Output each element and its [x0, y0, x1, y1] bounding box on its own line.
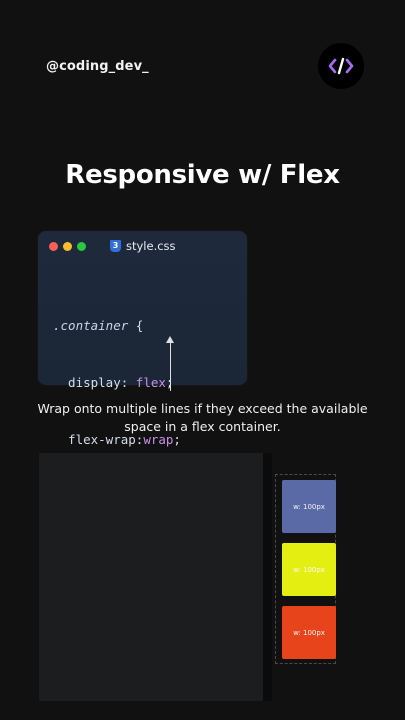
arrow-up-icon [166, 336, 174, 343]
close-dot[interactable] [49, 242, 58, 251]
code-line: flex-wrap:wrap; [53, 432, 181, 447]
window-controls [49, 242, 86, 251]
preview-panel [39, 453, 263, 701]
maximize-dot[interactable] [77, 242, 86, 251]
page-title: Responsive w/ Flex [65, 160, 340, 190]
resize-handle[interactable] [263, 453, 272, 701]
minimize-dot[interactable] [63, 242, 72, 251]
flex-item: w: 100px [282, 606, 336, 659]
flex-item: w: 100px [282, 480, 336, 533]
css-file-icon: 3 [110, 240, 121, 252]
file-name: style.css [126, 239, 176, 253]
file-tab[interactable]: 3 style.css [110, 239, 176, 253]
flex-item: w: 100px [282, 543, 336, 596]
code-editor-window: 3 style.css .container { display: flex; … [38, 231, 247, 561]
code-brackets-icon [318, 43, 364, 89]
account-handle: @coding_dev_ [46, 59, 149, 74]
caption-text: Wrap onto multiple lines if they exceed … [37, 401, 368, 434]
flex-container: w: 100px w: 100px w: 100px [275, 474, 336, 664]
pointer-line [170, 343, 171, 391]
code-line: display: flex; [53, 375, 173, 390]
code-line: .container { [53, 318, 144, 333]
